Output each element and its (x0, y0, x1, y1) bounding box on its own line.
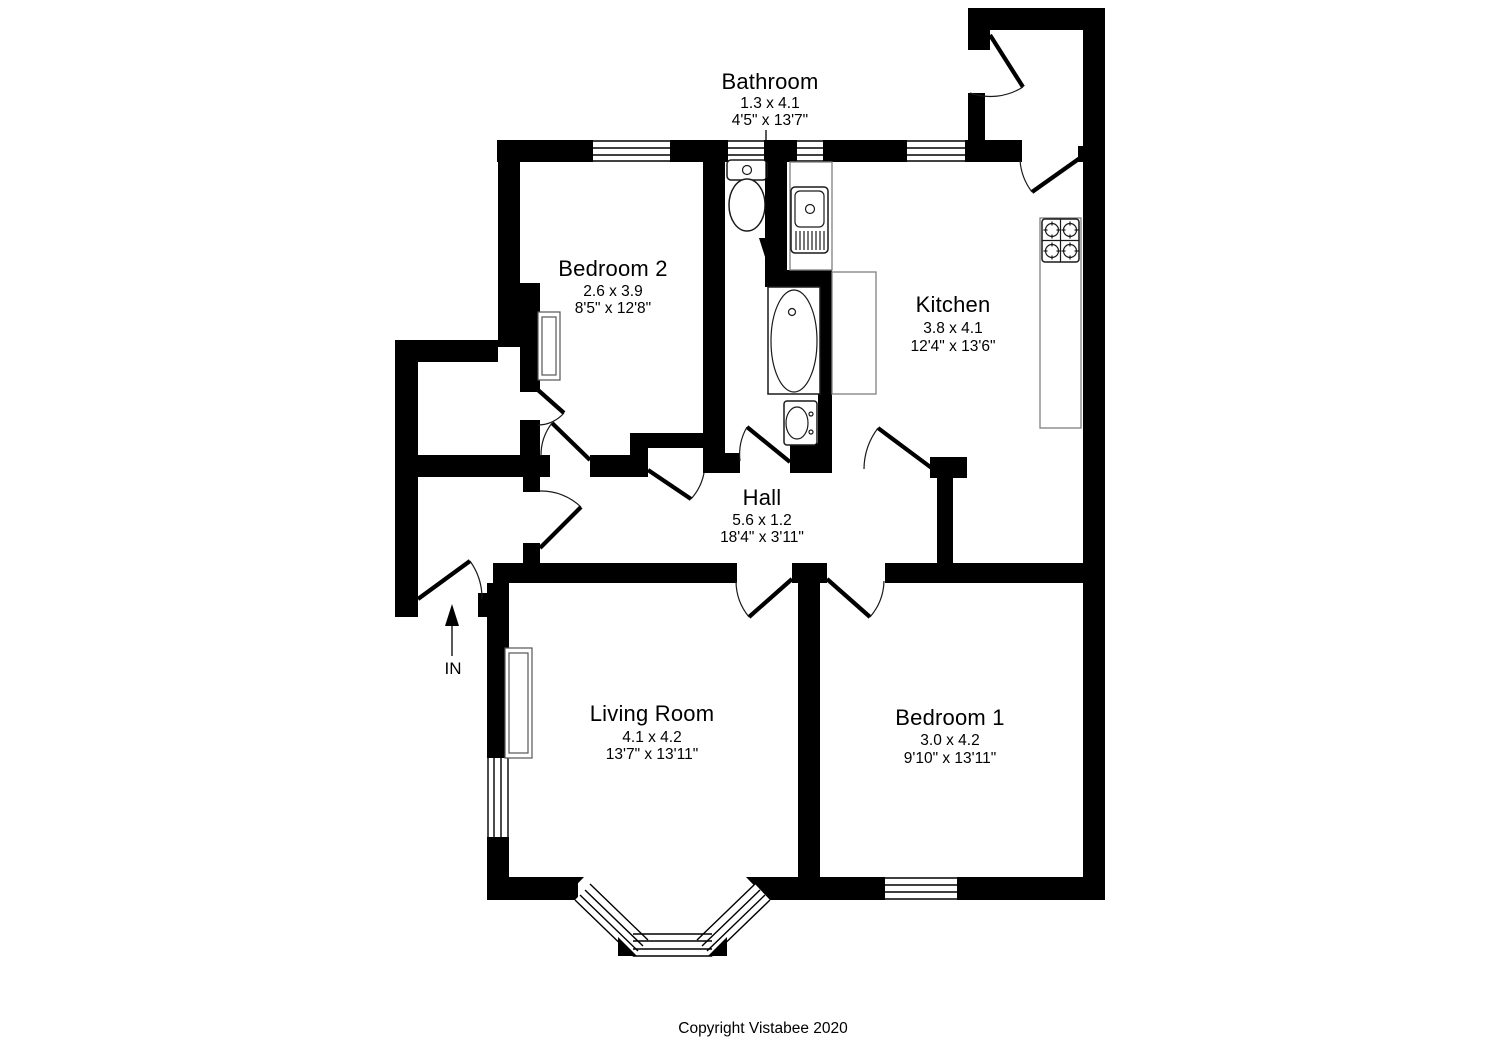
door-kitchen-hall (863, 426, 935, 471)
room-metric: 3.0 x 4.2 (920, 732, 979, 749)
bathroom-leader-arrow (759, 130, 773, 260)
bath-icon (767, 286, 821, 395)
room-label-bedroom1: Bedroom 1 3.0 x 4.2 9'10" x 13'11" (895, 705, 1004, 767)
room-name: Hall (743, 485, 782, 510)
door-vestibule-hall (538, 490, 583, 550)
door-bedroom1 (825, 577, 885, 619)
room-label-bedroom2: Bedroom 2 2.6 x 3.9 8'5" x 12'8" (558, 256, 667, 317)
kitchen-sink-icon (790, 186, 829, 254)
copyright-text: Copyright Vistabee 2020 (678, 1020, 848, 1037)
window-bedroom1-bottom (885, 877, 957, 900)
room-imperial: 12'4" x 13'6" (910, 338, 995, 355)
room-label-bathroom: Bathroom 1.3 x 4.1 4'5" x 13'7" (722, 69, 819, 129)
hob-icon (1041, 218, 1080, 263)
entrance-in-label: IN (445, 659, 462, 678)
bay-window (574, 883, 771, 957)
room-metric: 4.1 x 4.2 (622, 729, 681, 746)
room-metric: 2.6 x 3.9 (583, 283, 642, 300)
window-sill-bedroom2 (537, 311, 561, 381)
room-imperial: 8'5" x 12'8" (575, 300, 651, 317)
walls (395, 8, 1105, 900)
basin-icon (783, 400, 818, 446)
room-label-kitchen: Kitchen 3.8 x 4.1 12'4" x 13'6" (910, 292, 995, 355)
windows (487, 140, 965, 900)
room-name: Bedroom 1 (895, 705, 1004, 730)
room-label-hall: Hall 5.6 x 1.2 18'4" x 3'11" (720, 485, 804, 546)
door-living-room (735, 577, 794, 619)
window-kitchen-top (907, 140, 965, 162)
door-vestibule-outer (969, 33, 1025, 98)
entry-arrow (445, 604, 459, 656)
room-imperial: 4'5" x 13'7" (732, 112, 808, 129)
room-imperial: 9'10" x 13'11" (904, 750, 996, 767)
door-vestibule-kitchen (1019, 156, 1082, 194)
room-label-living-room: Living Room 4.1 x 4.2 13'7" x 13'11" (590, 701, 714, 763)
room-name: Living Room (590, 701, 714, 726)
room-name: Kitchen (916, 292, 991, 317)
window-living-room-west (487, 758, 509, 837)
room-metric: 3.8 x 4.1 (923, 320, 982, 337)
room-metric: 5.6 x 1.2 (732, 512, 791, 529)
door-bedroom2-hall (540, 421, 592, 462)
toilet-icon (726, 159, 768, 232)
window-alcove-top (797, 140, 823, 162)
room-name: Bathroom (722, 69, 819, 94)
door-bathroom (739, 425, 792, 464)
room-name: Bedroom 2 (558, 256, 667, 281)
window-bathroom-top (728, 140, 764, 162)
room-metric: 1.3 x 4.1 (740, 95, 799, 112)
window-bedroom2-top (593, 140, 670, 162)
room-imperial: 18'4" x 3'11" (720, 529, 804, 546)
doors (416, 33, 1082, 619)
door-entry (416, 559, 483, 601)
door-hall-cupboard (646, 468, 705, 501)
window-sill-living-room (504, 647, 533, 759)
door-vestibule-bedroom2 (536, 388, 566, 426)
room-imperial: 13'7" x 13'11" (606, 746, 698, 763)
